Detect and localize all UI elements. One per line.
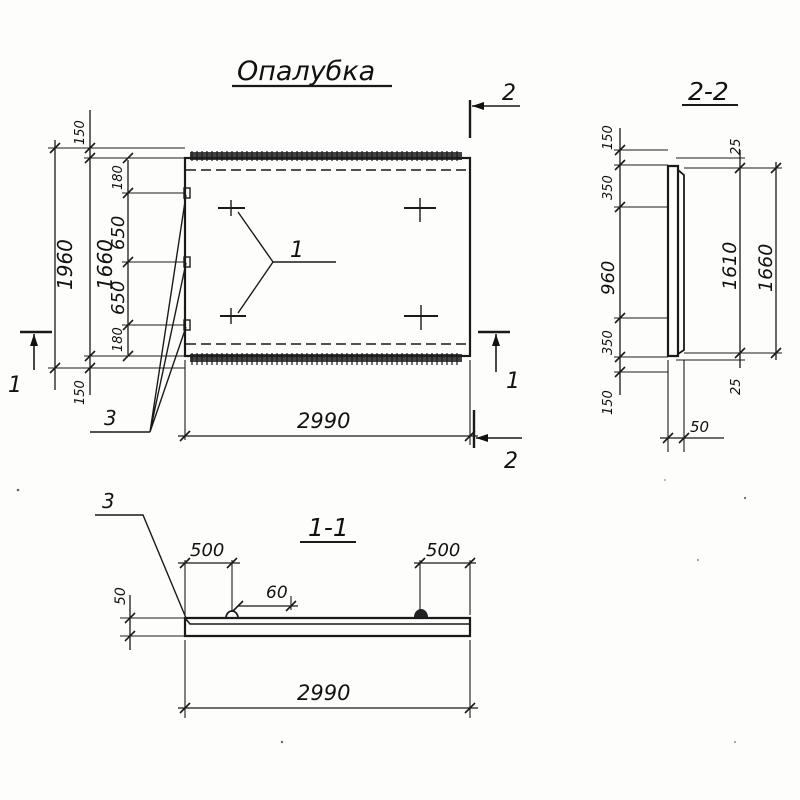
- dim-1960: 1960: [53, 239, 77, 290]
- dim-seg-650-lower: 650: [108, 281, 129, 315]
- dim-2-2-25-bottom: 25: [729, 378, 744, 395]
- lifting-loop-bottom-right: [404, 305, 438, 330]
- dim-seg-650-upper: 650: [108, 216, 129, 250]
- dim-2-2-bottom-150: 150: [601, 390, 616, 415]
- dim-1-1-500-right: 500: [426, 540, 460, 561]
- dim-seg-180-top: 180: [111, 165, 126, 190]
- scan-specks: [16, 479, 747, 744]
- title-formwork: Опалубка: [237, 56, 375, 87]
- dim-1-1-60: 60: [266, 583, 288, 603]
- dim-ticks-2-2-50: [662, 432, 690, 444]
- leader-item-3-section: [95, 514, 187, 619]
- dim-ticks-left: [49, 142, 134, 374]
- dim-bottom-150: 150: [73, 380, 88, 405]
- dim-ticks-2-2-right: [734, 162, 782, 359]
- dim-2990-section: 2990: [297, 681, 350, 705]
- dim-ticks-2-2-left: [614, 144, 626, 378]
- lifting-loop-top-right: [404, 198, 436, 222]
- svg-text:1: 1: [506, 369, 520, 394]
- dim-ticks-1-1-50: [124, 612, 136, 642]
- cut-mark-2-top: 2: [468, 81, 520, 138]
- dim-2-2-960: 960: [598, 261, 619, 295]
- ext-lines-1-1-2990: [184, 640, 471, 718]
- dim-1-1-500-left: 500: [190, 540, 224, 561]
- title-section-1-1: 1-1: [308, 513, 349, 542]
- panel-outline: [183, 156, 472, 358]
- dim-2-2-350-lower: 350: [601, 330, 616, 355]
- callout-3-plan: 3: [104, 406, 117, 430]
- ext-lines-2-2-thickness: [667, 360, 685, 452]
- ext-lines-2-2-right: [676, 157, 782, 361]
- callout-1: 1: [290, 238, 304, 263]
- section-1-1-chamfer: [184, 617, 470, 625]
- plan-view: 1 3 1960 1660 150 150 180 650 650 180: [8, 81, 522, 474]
- dim-2-2-25-top: 25: [729, 138, 744, 155]
- dim-seg-180-bottom: 180: [111, 327, 126, 352]
- section-2-2-slab: [666, 164, 680, 358]
- section-2-2: 2-2 150 350 960 350 150 1610 1660 25 25 …: [598, 77, 782, 452]
- title-section-2-2: 2-2: [688, 77, 729, 106]
- ext-lines-1-1-500: [184, 560, 471, 615]
- dim-top-150: 150: [73, 120, 88, 145]
- dim-2-2-1660: 1660: [755, 244, 777, 292]
- cut-mark-1-right: 1: [478, 330, 520, 394]
- dim-2-2-top-150: 150: [601, 125, 616, 150]
- lifting-loop-bottom-left: [220, 308, 246, 324]
- loop-right: [414, 609, 428, 617]
- dim-1660: 1660: [93, 239, 117, 290]
- svg-text:2: 2: [504, 449, 518, 474]
- top-edge-ticks: [191, 151, 458, 161]
- bottom-edge-hatch: [190, 354, 462, 362]
- svg-text:1: 1: [8, 373, 22, 398]
- cut-mark-2-bottom: 2: [472, 410, 522, 474]
- lifting-loop-top-left: [218, 200, 245, 216]
- section-1-1-slab: [183, 616, 472, 638]
- ext-lines-2-2-left: [614, 149, 668, 373]
- callout-3-section: 3: [102, 489, 115, 513]
- leader-item-1: [237, 211, 336, 314]
- section-2-2-chamfer: [677, 169, 685, 355]
- top-edge-hatch: [190, 152, 462, 160]
- dim-ticks-1-1-500: [179, 557, 476, 569]
- leader-item-3: [90, 194, 187, 433]
- bottom-edge-ticks: [191, 353, 458, 365]
- dim-2-2-50: 50: [690, 418, 709, 436]
- svg-text:2: 2: [502, 81, 516, 106]
- dim-2-2-350-upper: 350: [601, 175, 616, 200]
- dim-2-2-1610: 1610: [719, 242, 741, 290]
- dim-1-1-50: 50: [113, 587, 129, 605]
- cut-mark-1-left: 1: [8, 330, 52, 398]
- section-1-1: 1-1 50 500 500 60 2990 3: [95, 489, 478, 718]
- dim-2990-plan: 2990: [297, 409, 350, 433]
- dim-ticks-1-1-2990: [179, 702, 476, 714]
